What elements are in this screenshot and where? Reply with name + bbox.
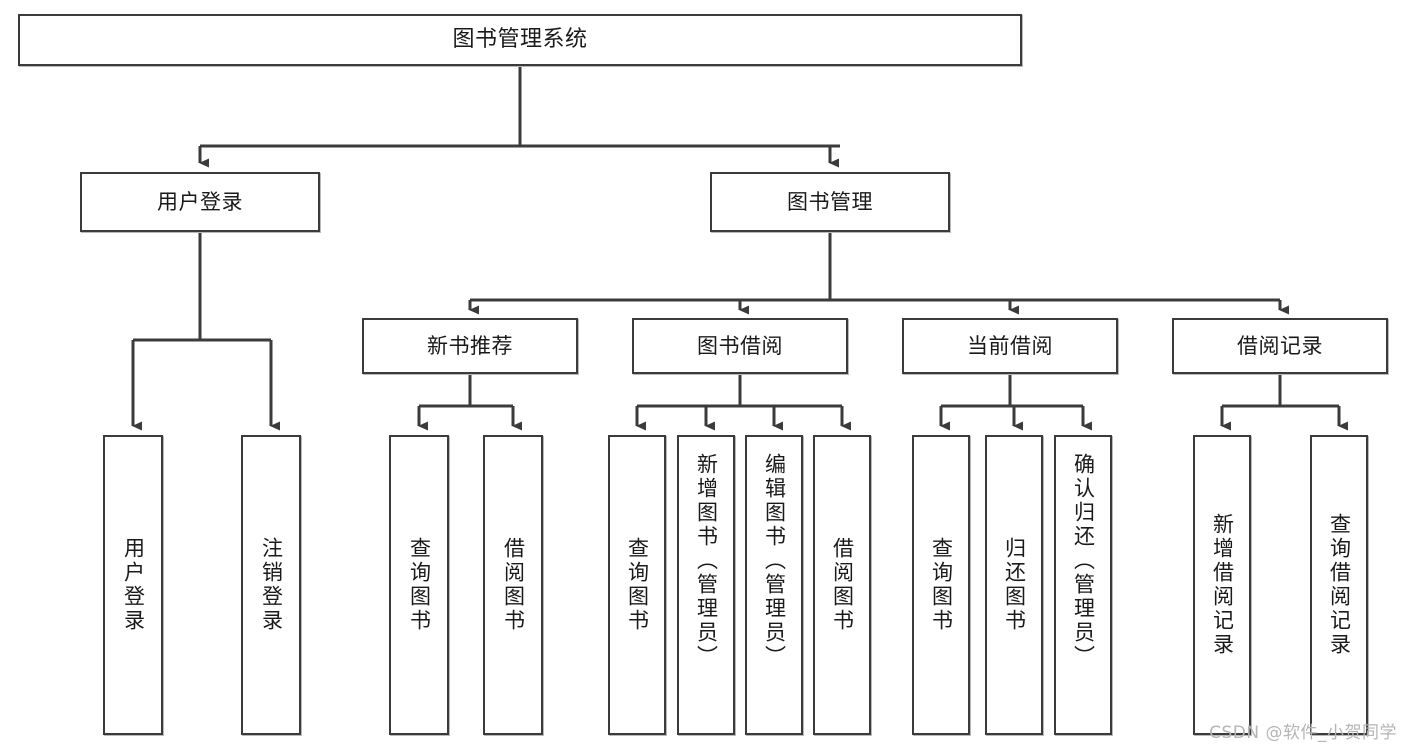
- leaf-confirm-return-admin[interactable]: 确认归还（管理员）: [1054, 435, 1112, 735]
- node-label: 查询图书: [625, 537, 650, 633]
- node-label: 借阅图书: [830, 537, 855, 633]
- node-label: 图书管理系统: [452, 27, 588, 53]
- node-current-borrow[interactable]: 当前借阅: [902, 318, 1118, 374]
- node-label: 图书管理: [787, 189, 873, 214]
- node-label: 借阅图书: [501, 537, 526, 633]
- leaf-query-book-current[interactable]: 查询图书: [912, 435, 970, 735]
- leaf-borrow-book-newbook[interactable]: 借阅图书: [483, 435, 543, 735]
- leaf-borrow-book[interactable]: 借阅图书: [813, 435, 871, 735]
- node-label: 用户登录: [157, 189, 243, 214]
- node-label: 查询图书: [929, 537, 954, 633]
- node-book-borrow[interactable]: 图书借阅: [632, 318, 848, 374]
- leaf-return-book[interactable]: 归还图书: [985, 435, 1043, 735]
- leaf-user-login[interactable]: 用户登录: [103, 435, 163, 735]
- node-label: 新书推荐: [427, 333, 513, 358]
- node-book-management[interactable]: 图书管理: [710, 172, 950, 232]
- leaf-query-book-borrow[interactable]: 查询图书: [608, 435, 666, 735]
- node-borrow-record[interactable]: 借阅记录: [1172, 318, 1388, 374]
- leaf-query-book-newbook[interactable]: 查询图书: [389, 435, 449, 735]
- node-new-book-recommend[interactable]: 新书推荐: [362, 318, 578, 374]
- node-label: 用户登录: [121, 537, 146, 633]
- leaf-query-borrow-record[interactable]: 查询借阅记录: [1310, 435, 1368, 735]
- node-label: 归还图书: [1002, 537, 1027, 633]
- node-label: 注销登录: [259, 537, 284, 633]
- node-label: 查询借阅记录: [1327, 513, 1352, 657]
- leaf-logout[interactable]: 注销登录: [241, 435, 301, 735]
- node-label: 新增借阅记录: [1210, 513, 1235, 657]
- node-label: 图书借阅: [697, 333, 783, 358]
- node-label: 确认归还（管理员）: [1071, 453, 1096, 669]
- leaf-add-borrow-record[interactable]: 新增借阅记录: [1193, 435, 1251, 735]
- leaf-edit-book-admin[interactable]: 编辑图书（管理员）: [745, 435, 803, 735]
- node-label: 查询图书: [407, 537, 432, 633]
- node-root-system[interactable]: 图书管理系统: [18, 14, 1022, 66]
- node-label: 当前借阅: [967, 333, 1053, 358]
- leaf-add-book-admin[interactable]: 新增图书（管理员）: [677, 435, 735, 735]
- node-label: 编辑图书（管理员）: [762, 453, 787, 669]
- node-user-login[interactable]: 用户登录: [80, 172, 320, 232]
- watermark-text: CSDN @软件_小贺同学: [1209, 723, 1397, 743]
- node-label: 借阅记录: [1237, 333, 1323, 358]
- node-label: 新增图书（管理员）: [694, 453, 719, 669]
